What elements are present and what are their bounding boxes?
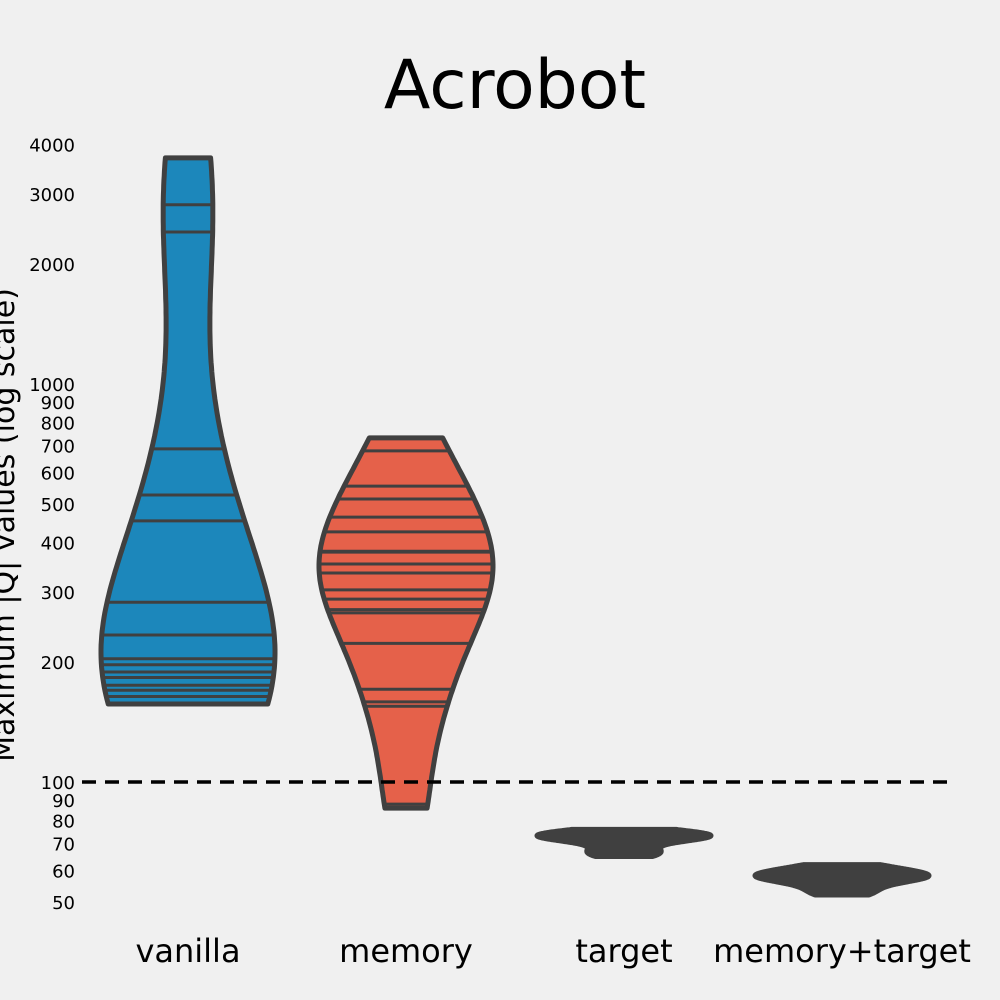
y-tick-label: 700 xyxy=(41,437,75,458)
y-tick-label: 900 xyxy=(41,393,75,414)
y-tick-label: 500 xyxy=(41,495,75,516)
y-tick-label: 300 xyxy=(41,583,75,604)
y-tick-label: 1000 xyxy=(29,375,75,396)
y-tick-label: 400 xyxy=(41,533,75,554)
violin-memory-target xyxy=(752,862,932,898)
y-tick-label: 3000 xyxy=(29,185,75,206)
y-axis-label: Maximum |Q| values (log scale) xyxy=(0,288,22,762)
violin-outline xyxy=(316,435,496,811)
violin-body xyxy=(101,157,275,704)
violins xyxy=(98,155,932,898)
x-tick-label: memory xyxy=(339,932,473,970)
y-tick-label: 70 xyxy=(52,835,75,856)
y-tick-label: 2000 xyxy=(29,255,75,276)
y-tick-label: 60 xyxy=(52,861,75,882)
violin-target xyxy=(534,826,714,859)
y-tick-label: 600 xyxy=(41,463,75,484)
x-axis-ticks: vanilla memory target memory+target xyxy=(135,932,970,970)
violin-outline xyxy=(752,862,932,898)
x-tick-label: target xyxy=(575,932,672,970)
violin-vanilla xyxy=(98,155,278,707)
chart-title: Acrobot xyxy=(384,46,646,125)
violin-body xyxy=(319,437,493,809)
y-tick-label: 80 xyxy=(52,812,75,833)
y-tick-label: 50 xyxy=(52,893,75,914)
y-tick-label: 100 xyxy=(41,773,75,794)
y-tick-label: 200 xyxy=(41,653,75,674)
violin-memory xyxy=(316,435,496,811)
y-tick-label: 90 xyxy=(52,791,75,812)
x-tick-label: memory+target xyxy=(713,932,971,970)
y-tick-label: 4000 xyxy=(29,135,75,156)
violin-outline xyxy=(534,826,714,859)
violin-outline xyxy=(98,155,278,707)
x-tick-label: vanilla xyxy=(135,932,240,970)
y-tick-label: 800 xyxy=(41,414,75,435)
